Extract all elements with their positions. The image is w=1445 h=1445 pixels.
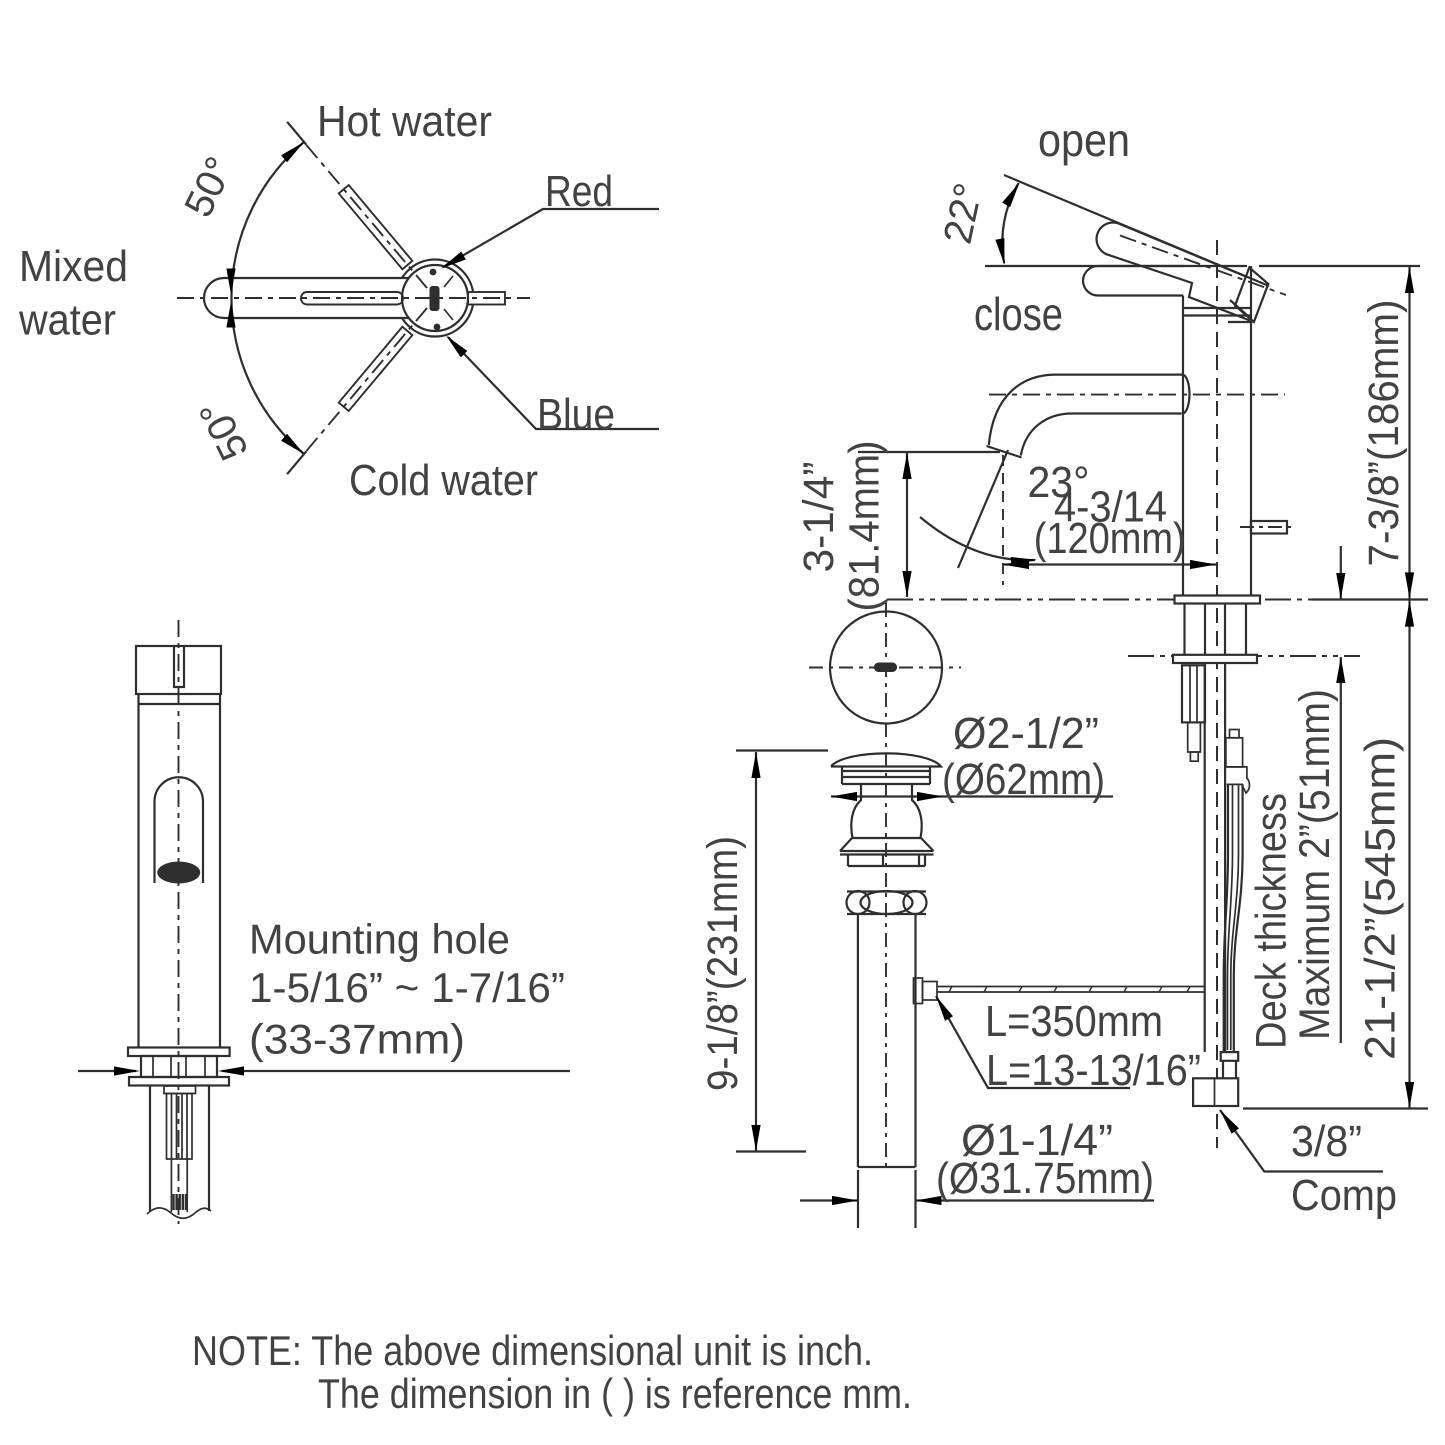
svg-text:open: open [1038,114,1130,166]
svg-text:NOTE: The above dimensional un: NOTE: The above dimensional unit is inch… [192,1327,873,1374]
svg-text:Deck thickness: Deck thickness [1248,793,1296,1049]
svg-text:4-3/14: 4-3/14 [1054,483,1167,532]
svg-text:7-3/8”(186mm): 7-3/8”(186mm) [1360,300,1408,567]
svg-text:Blue: Blue [537,390,615,439]
svg-text:water: water [18,296,116,345]
svg-text:Red: Red [545,167,613,216]
svg-text:3/8”: 3/8” [1291,1117,1362,1166]
svg-text:1-5/16” ~ 1-7/16”: 1-5/16” ~ 1-7/16” [249,964,565,1011]
svg-text:Comp: Comp [1291,1171,1397,1220]
svg-text:The dimension in ( ) is refer: The dimension in ( ) is reference mm. [318,1370,912,1417]
svg-text:23°: 23° [1028,458,1090,507]
svg-text:L=350mm: L=350mm [985,997,1163,1046]
svg-text:Mixed: Mixed [19,242,128,291]
svg-text:Ø2-1/2”: Ø2-1/2” [953,709,1099,758]
svg-text:21-1/2”(545mm): 21-1/2”(545mm) [1357,737,1405,1060]
svg-text:Hot water: Hot water [317,97,492,146]
svg-text:Maximum 2”(51mm): Maximum 2”(51mm) [1291,689,1339,1040]
svg-text:Mounting hole: Mounting hole [249,916,510,963]
svg-text:L=13-13/16”: L=13-13/16” [986,1046,1201,1095]
svg-text:Cold water: Cold water [349,456,538,505]
svg-text:9-1/8”(231mm): 9-1/8”(231mm) [699,836,747,1091]
svg-text:(81.4mm): (81.4mm) [841,441,889,612]
svg-text:(Ø62mm): (Ø62mm) [942,755,1105,804]
svg-text:3-1/4”: 3-1/4” [795,462,843,573]
svg-text:(120mm): (120mm) [1034,514,1186,563]
svg-text:close: close [974,288,1063,340]
svg-text:(Ø31.75mm): (Ø31.75mm) [936,1154,1154,1203]
svg-text:Ø1-1/4”: Ø1-1/4” [961,1116,1113,1165]
svg-text:(33-37mm): (33-37mm) [249,1016,465,1063]
